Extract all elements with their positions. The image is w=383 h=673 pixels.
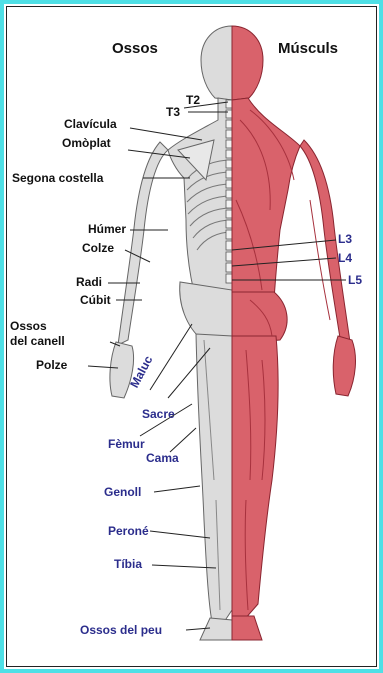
label-t3: T3 [166,106,180,119]
label-l3: L3 [338,233,352,246]
label-colze: Colze [82,242,114,255]
label-ossos-peu: Ossos del peu [80,624,162,637]
label-tibia: Tíbia [114,558,142,571]
label-segona-costella: Segona costella [12,172,103,185]
label-humer: Húmer [88,223,126,236]
label-cama: Cama [146,452,179,465]
label-cubit: Cúbit [80,294,111,307]
label-l4: L4 [338,252,352,265]
heading-muscles: Músculs [278,42,338,55]
label-polze: Polze [36,359,67,372]
label-l5: L5 [348,274,362,287]
label-t2: T2 [186,94,200,107]
label-femur: Fèmur [108,438,145,451]
label-genoll: Genoll [104,486,141,499]
heading-bones: Ossos [112,42,158,55]
label-perone: Peroné [108,525,149,538]
label-ossos-canell-line1: Ossos [10,320,47,333]
muscle-half [232,26,355,640]
label-sacre: Sacre [142,408,175,421]
label-clavicula: Clavícula [64,118,117,131]
label-omoplat: Omòplat [62,137,111,150]
label-ossos-canell-line2: del canell [10,335,65,348]
label-radi: Radi [76,276,102,289]
